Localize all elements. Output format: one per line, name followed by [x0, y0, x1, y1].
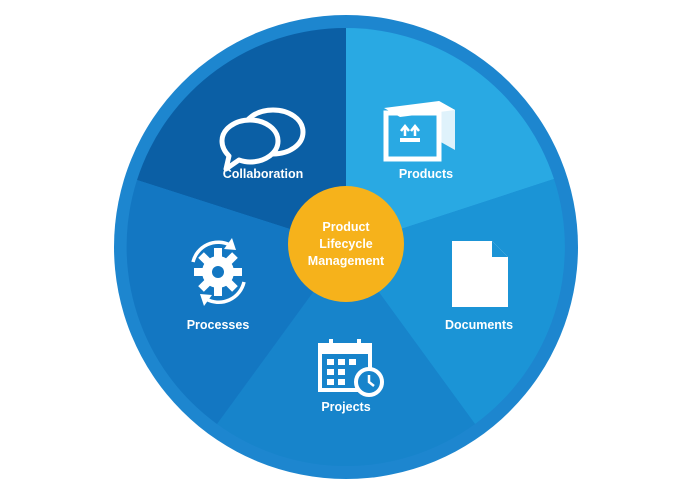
speech-bubbles-icon: [219, 107, 306, 172]
processes-label: Processes: [187, 318, 250, 332]
projects-label: Projects: [321, 400, 370, 414]
center-title-line-1: Product: [322, 220, 370, 234]
collaboration-label: Collaboration: [223, 167, 304, 181]
document-icon: [452, 241, 508, 307]
calendar-clock-icon: [318, 339, 384, 397]
box-icon: [383, 101, 455, 162]
center-title-line-3: Management: [308, 254, 385, 268]
center-title-line-2: Lifecycle: [319, 237, 373, 251]
gear-cycle-icon: [191, 238, 246, 306]
products-label: Products: [399, 167, 453, 181]
segment-projects: [217, 247, 475, 467]
documents-label: Documents: [445, 318, 513, 332]
center-hub: [288, 186, 404, 302]
